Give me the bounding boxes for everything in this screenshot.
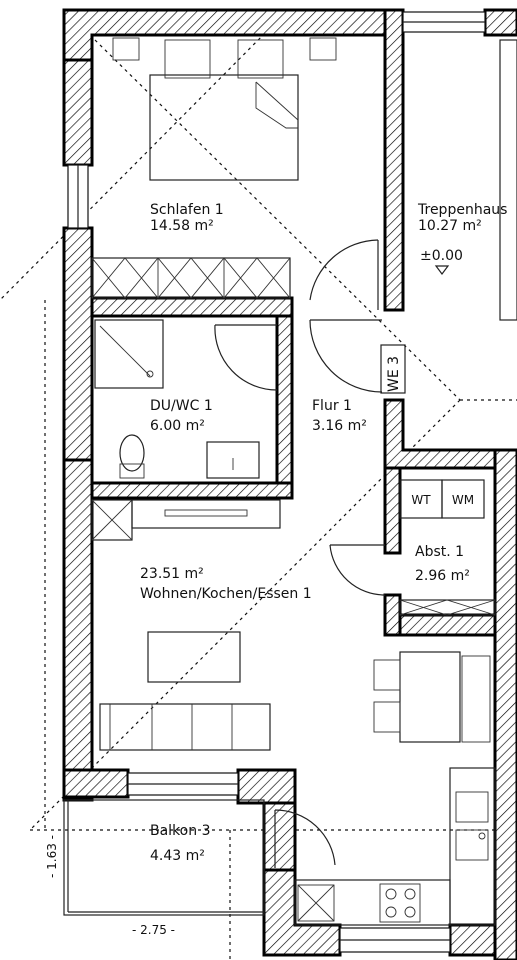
level-marker: ±0.00 [420,248,463,264]
wardrobe [91,257,291,299]
room-name-schlafen: Schlafen 1 [150,202,224,218]
room-area-balkon: 4.43 m² [150,848,205,864]
room-area-duwc: 6.00 m² [150,418,205,434]
coffee-table [147,631,241,683]
room-name-wohnen: Wohnen/Kochen/Essen 1 [140,586,312,602]
abst-shelf [399,599,496,616]
room-name-duwc: DU/WC 1 [150,398,213,414]
dotted-guides [0,17,517,960]
room-area-flur: 3.16 m² [312,418,367,434]
sofa [99,703,271,751]
sink-basin [455,829,489,861]
furniture [91,37,517,926]
windows [67,11,486,953]
room-labels: Schlafen 1 14.58 m² Treppenhaus 10.27 m²… [45,202,507,937]
pillow-left [164,39,211,79]
room-area-schlafen: 14.58 m² [150,218,214,234]
level-triangle-icon [434,265,450,275]
bedroom-window-wall [62,58,94,167]
sink-basin [455,791,489,823]
unit-label: WE 3 [386,356,402,392]
dryer [441,479,485,519]
kitchen-counter [449,767,496,926]
washbasin [206,441,260,479]
unit-label-box [380,344,406,394]
dimension-balcony-depth: - 1.63 - [45,835,59,878]
pillow-right [237,39,284,79]
dining-table [399,651,461,743]
room-name-balkon: Balkon 3 [150,823,210,839]
chair [373,701,401,733]
toilet [119,434,145,472]
nightstand-right [309,37,337,61]
bed [149,74,299,181]
chair [373,659,401,691]
room-name-treppenhaus: Treppenhaus [417,202,507,218]
dimension-balcony-width: - 2.75 - [132,923,175,937]
walls [62,8,517,960]
washer-label: WT [411,493,431,507]
room-area-abst: 2.96 m² [415,568,470,584]
dryer-label: WM [452,493,474,507]
cooktop [379,883,421,923]
nightstand-left [112,37,140,61]
room-name-abst: Abst. 1 [415,544,464,560]
room-name-flur: Flur 1 [312,398,352,414]
shower [94,319,164,389]
room-area-treppenhaus: 10.27 m² [418,218,482,234]
balcony-outline [63,799,265,916]
bench [461,655,491,743]
room-area-wohnen: 23.51 m² [140,566,204,582]
sideboard [131,499,281,529]
doors [214,239,386,868]
